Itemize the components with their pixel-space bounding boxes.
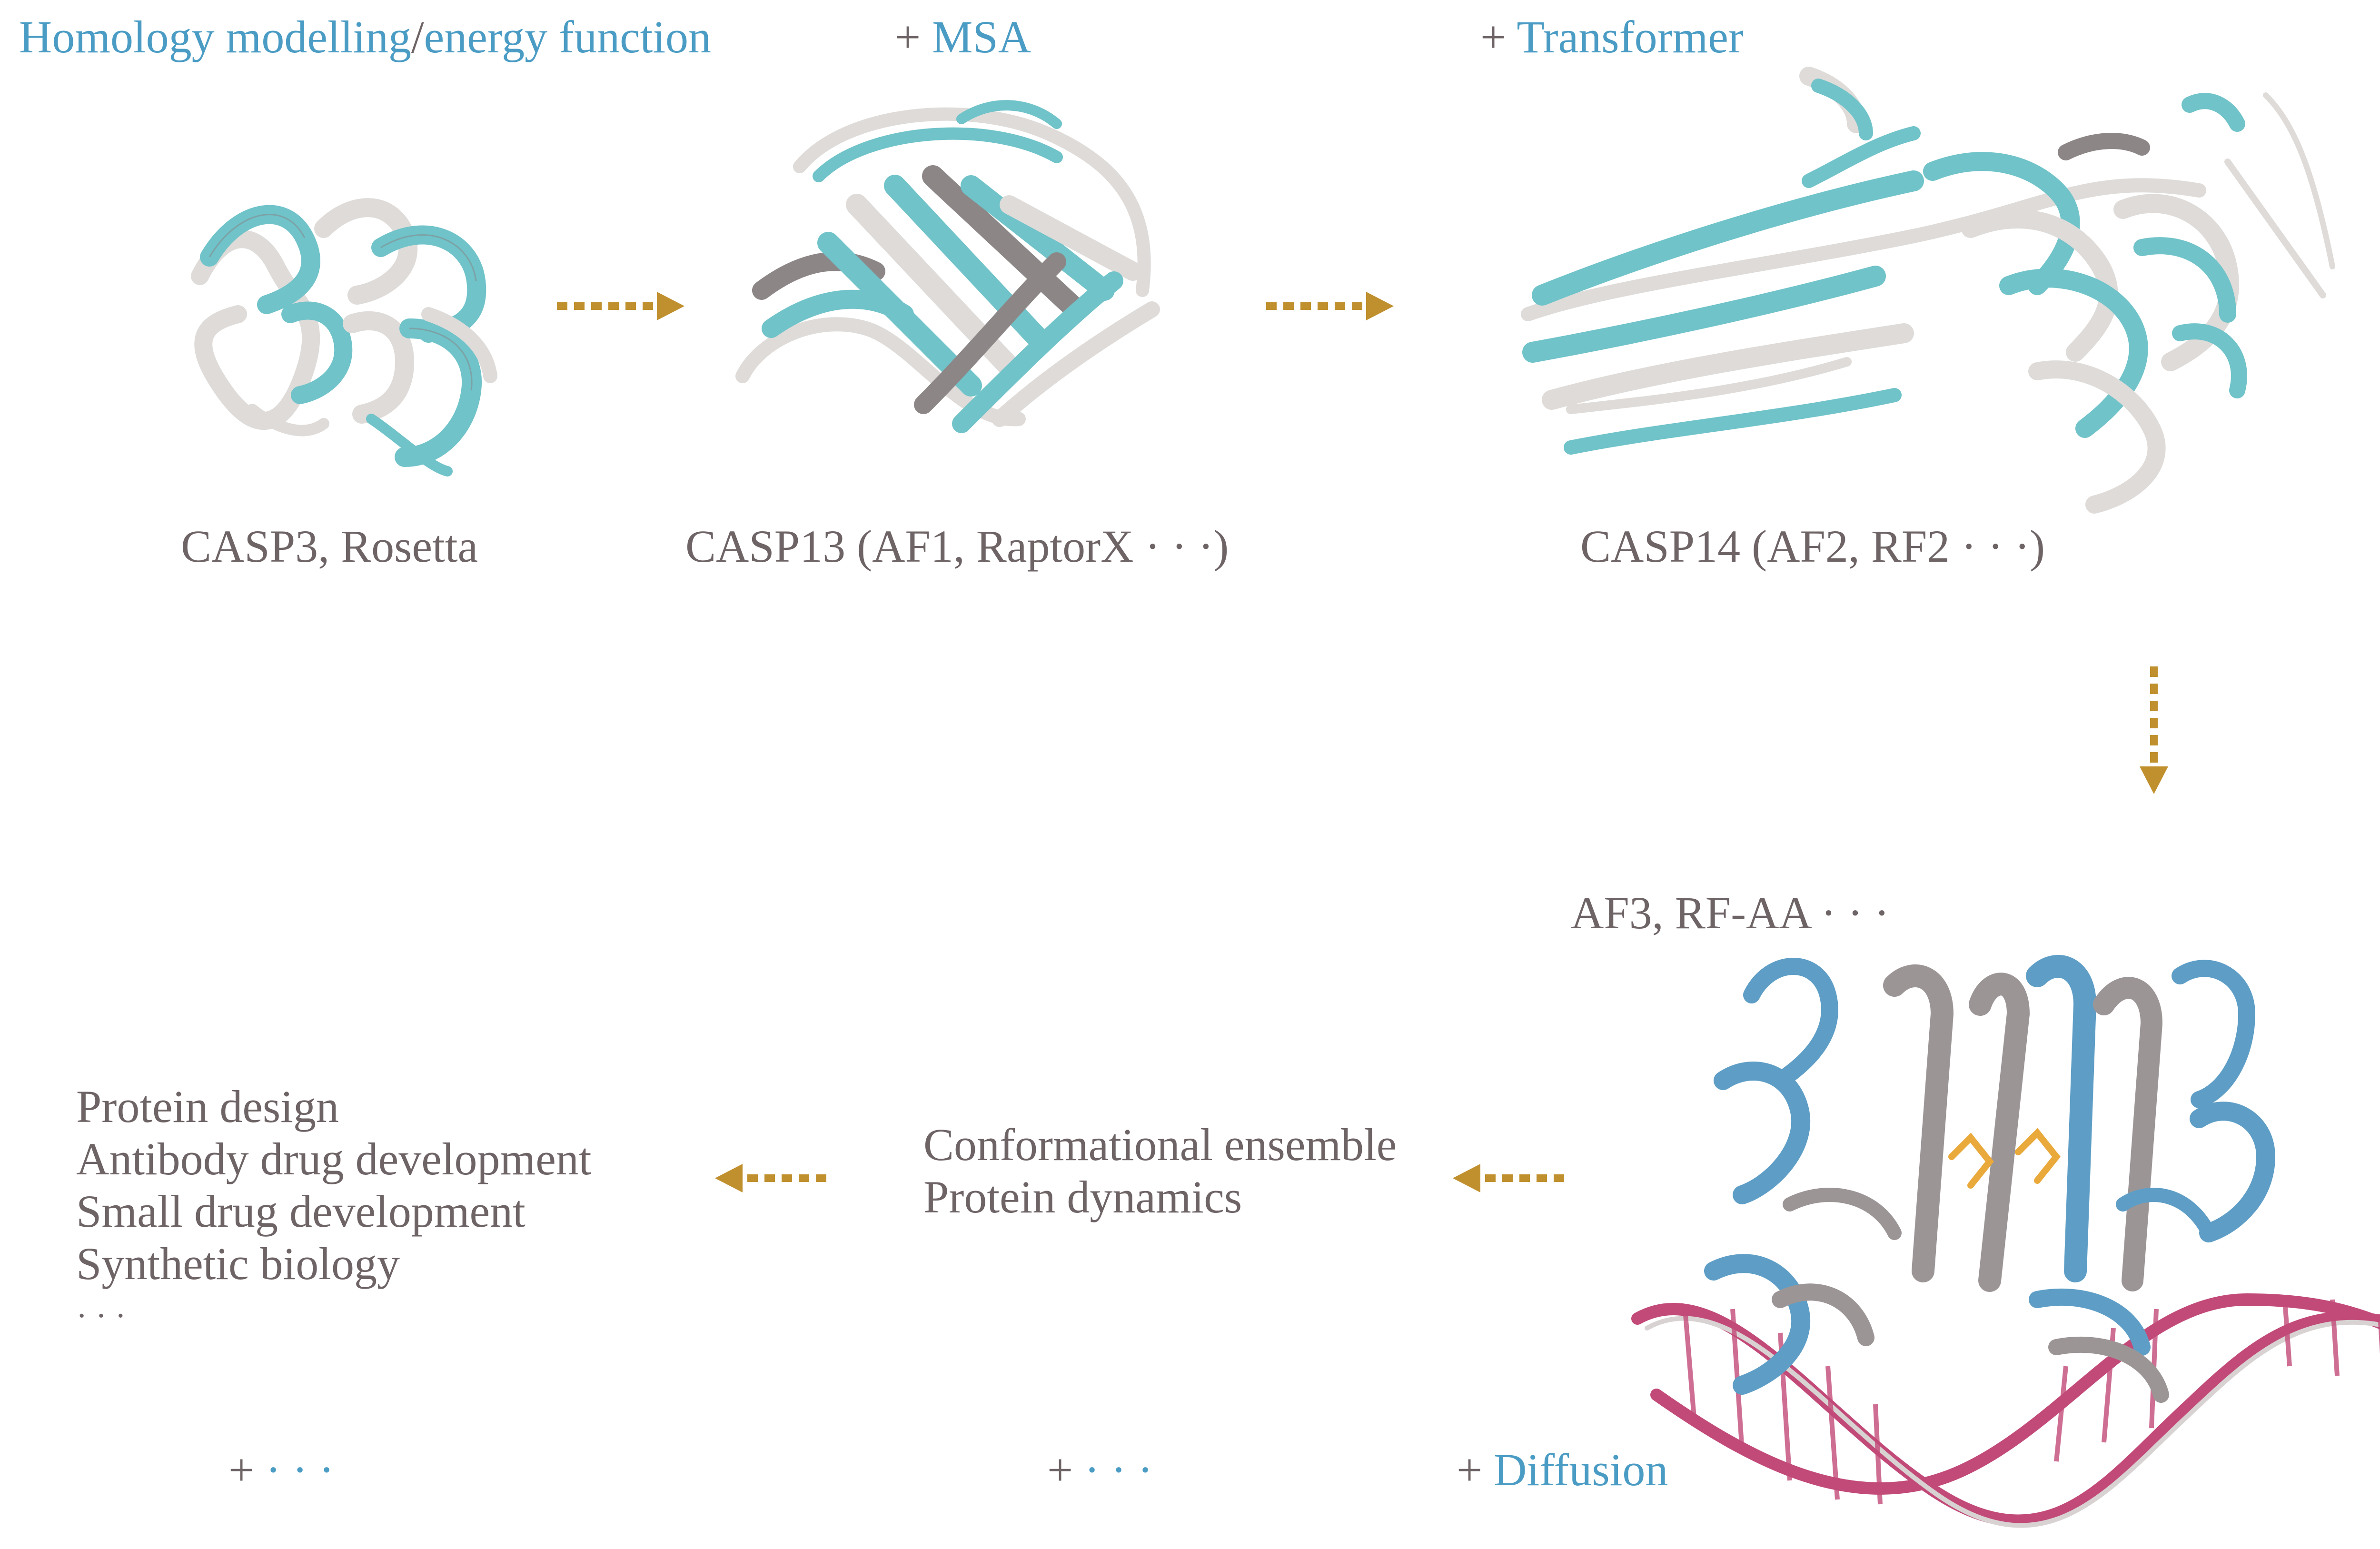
transformer-label: Transformer [1517,11,1744,62]
method-homology-energy: Homology modelling/energy function [19,14,711,60]
casp13-structure-image [735,100,1160,433]
plus-sign: + [1047,1444,1073,1495]
plus-sign: + [228,1444,255,1495]
footer-more-2: + · · · [1047,1447,1153,1493]
dotted-arrow-left-icon [715,1164,826,1192]
homology-label: Homology modelling [19,11,411,62]
applications-list: Protein design Antibody drug development… [76,1081,591,1342]
energy-function-label: energy function [424,11,712,62]
dotted-arrow-right-icon [557,292,684,320]
protein-dynamics-label: Protein dynamics [923,1172,1242,1222]
stage-label-casp3: CASP3, Rosetta [181,521,478,572]
diffusion-label: Diffusion [1494,1444,1668,1495]
ellipsis: · · · [1073,1444,1153,1495]
application-item: Protein design [76,1081,339,1132]
application-item: Synthetic biology [76,1238,400,1289]
application-item: Antibody drug development [76,1133,592,1184]
application-ellipsis: · · · [76,1298,126,1334]
dotted-arrow-down-icon [2140,666,2168,794]
method-transformer: + Transformer [1480,14,1744,60]
stage-label-af3: AF3, RF-AA · · · [1571,887,1890,938]
stage-label-casp13: CASP13 (AF1, RaptorX · · ·) [685,521,1229,572]
diffusion-plus: + [1457,1444,1494,1495]
conformational-ensemble-label: Conformational ensemble [923,1119,1397,1170]
method-msa: + MSA [895,14,1031,60]
dynamics-block: Conformational ensemble Protein dynamics [923,1119,1397,1223]
footer-more-1: + · · · [228,1447,334,1493]
af3-structure-image [1631,955,2380,1528]
stage-label-casp14: CASP14 (AF2, RF2 · · ·) [1580,521,2045,572]
application-item: Small drug development [76,1186,526,1237]
transformer-plus: + [1480,11,1517,62]
dotted-arrow-left-icon [1453,1164,1564,1192]
msa-label: MSA [932,11,1031,62]
ellipsis: · · · [254,1444,335,1495]
slash: / [411,11,424,62]
method-diffusion: + Diffusion [1457,1447,1668,1493]
dotted-arrow-right-icon [1266,292,1394,320]
casp3-structure-image [191,198,497,477]
casp14-structure-image [1521,67,2335,514]
msa-plus: + [895,11,932,62]
